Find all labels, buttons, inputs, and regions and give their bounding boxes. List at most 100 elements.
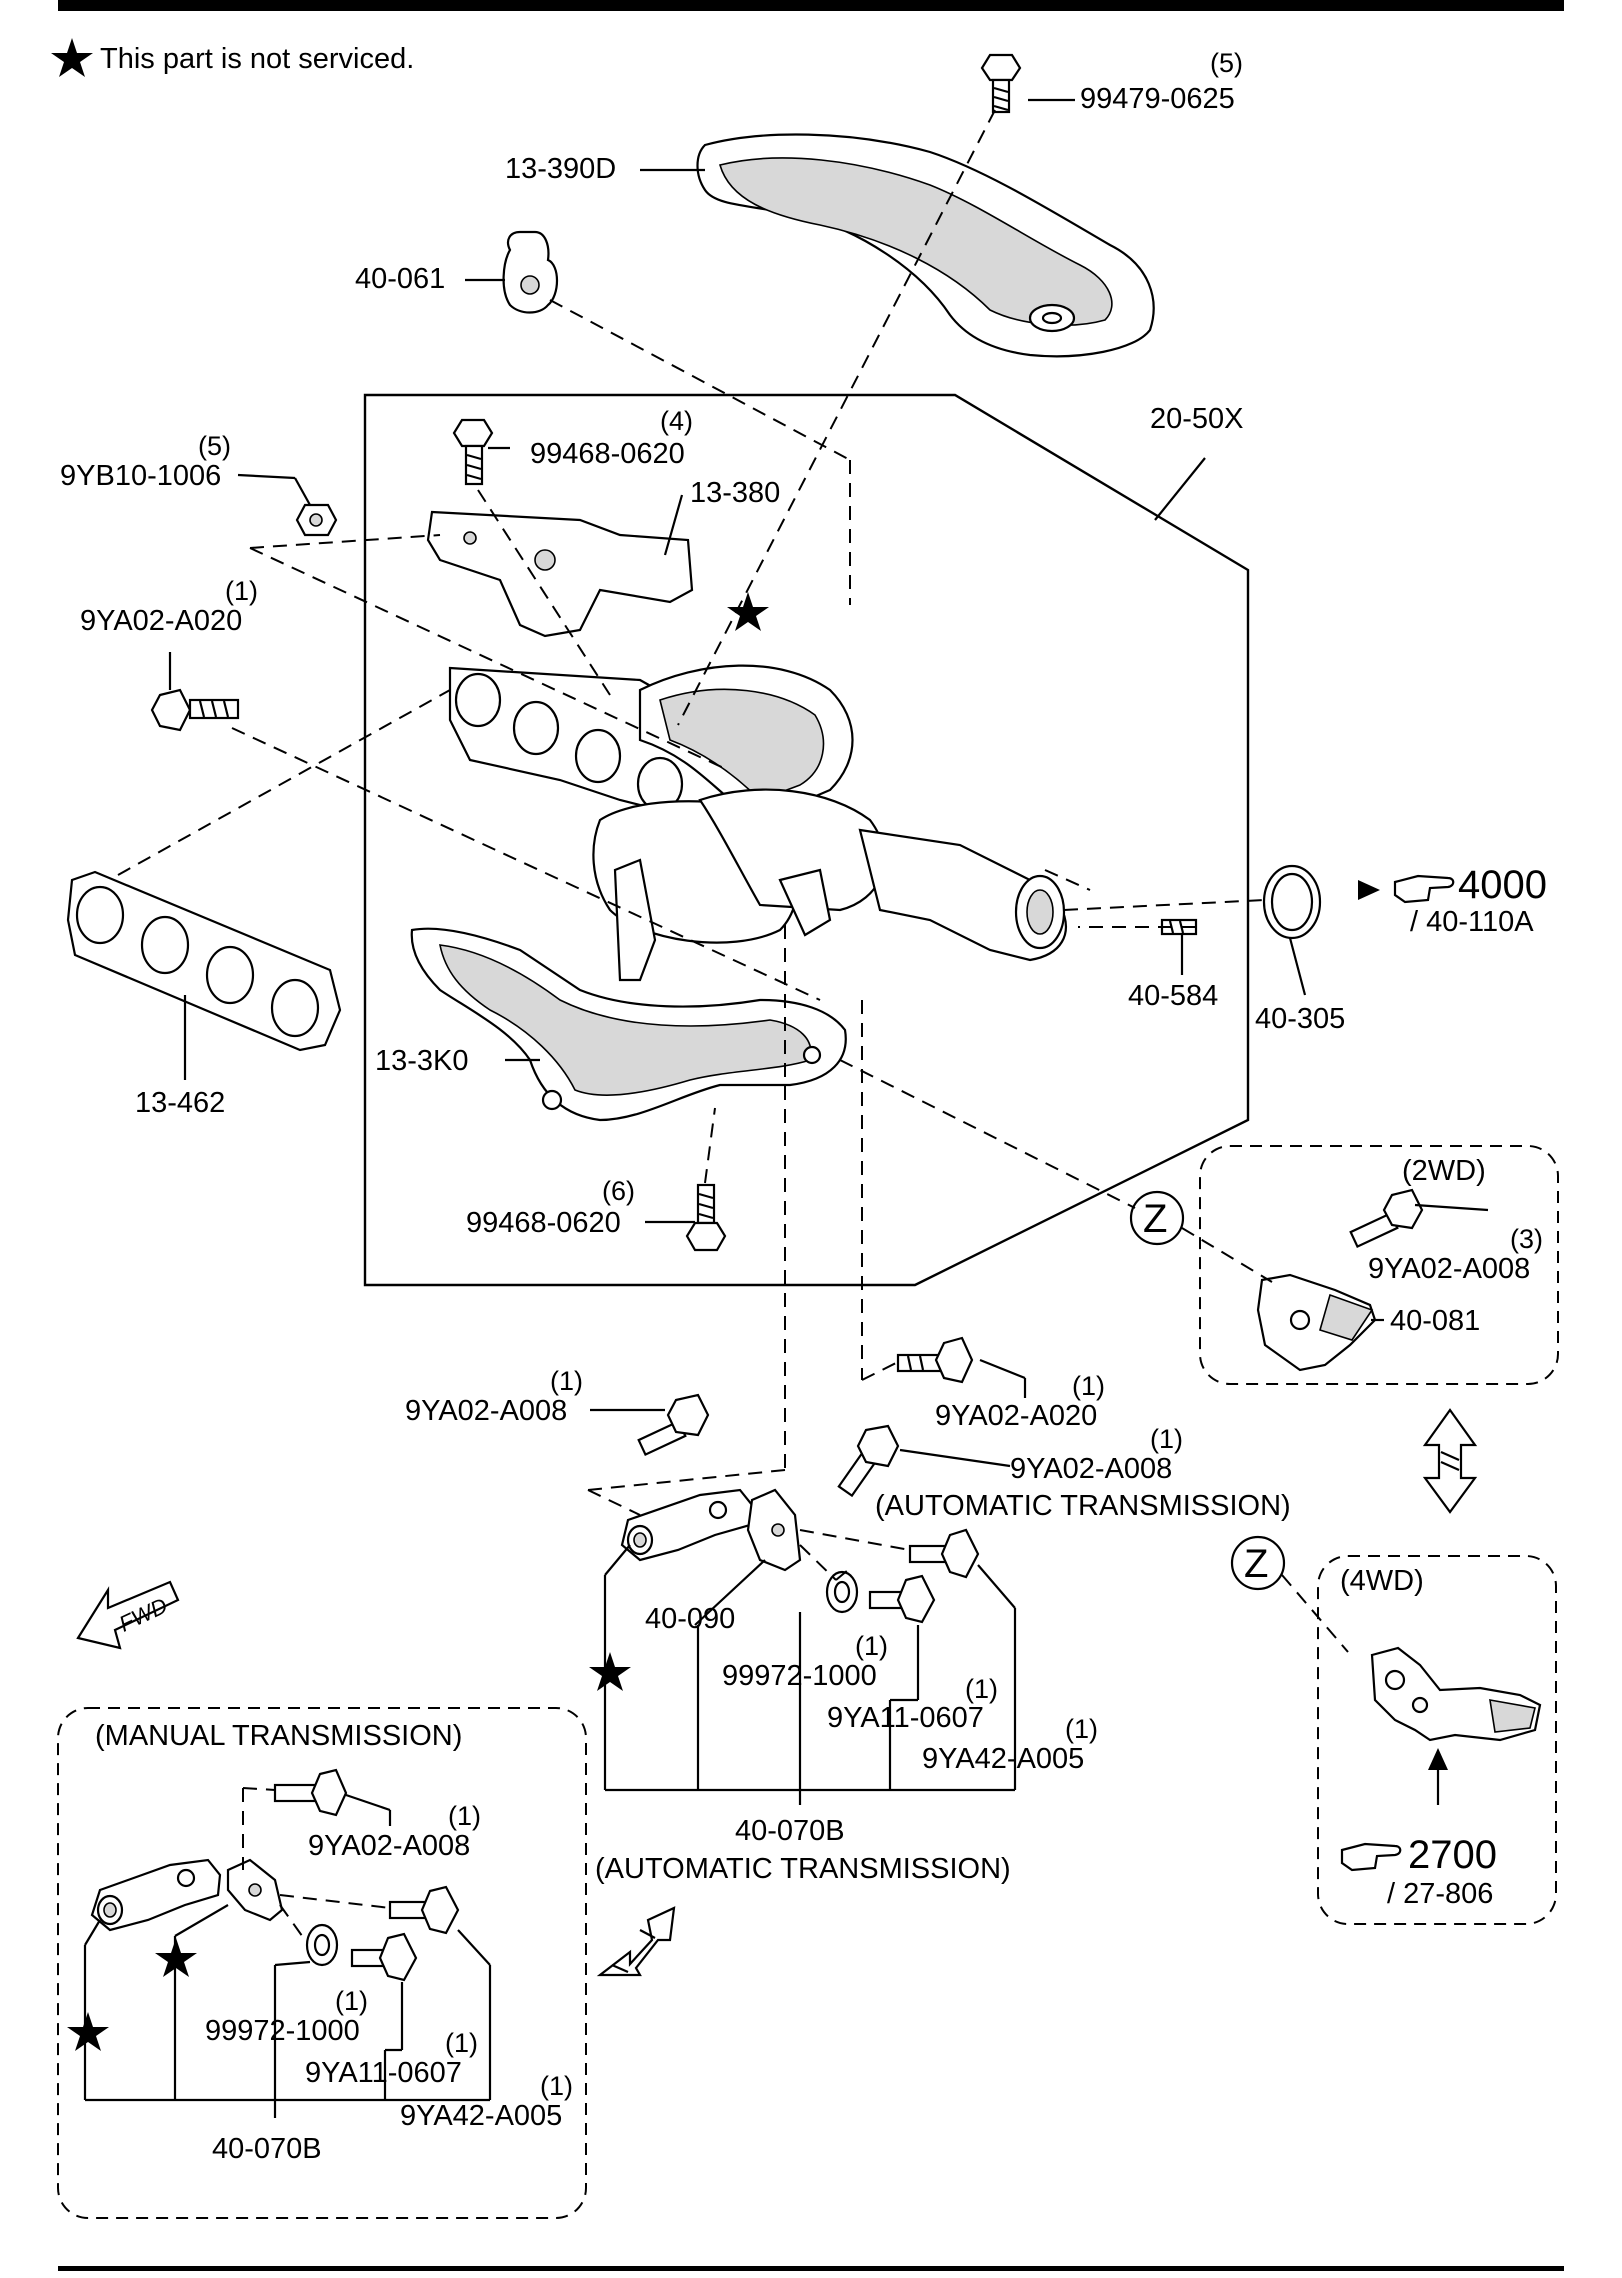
label-20-50X: 20-50X <box>1150 403 1244 435</box>
assembly-frame <box>363 393 1250 1287</box>
bracket-40-081 <box>1256 1273 1377 1372</box>
bracket-mt <box>226 1858 284 1922</box>
bracket-4wd <box>1370 1646 1542 1742</box>
label-9YA02-A008-mid: 9YA02-A008 <box>405 1395 567 1427</box>
washer-99972-1000-at <box>825 1570 859 1614</box>
label-qty-9YA02-A008-right: (1) <box>1150 1424 1183 1454</box>
bolt-9YA02-A008-mid <box>637 1393 710 1457</box>
engine-mount-mt <box>90 1858 222 1932</box>
pointing-hand-icon <box>1393 874 1455 904</box>
label-9YA42-A005-at: 9YA42-A005 <box>922 1743 1084 1775</box>
z-marker-4wd-text: Z <box>1244 1542 1268 1586</box>
z-marker-4wd: Z <box>1230 1535 1286 1591</box>
bolt-99468-0620-top <box>452 418 494 486</box>
label-40-070B-mt: 40-070B <box>212 2133 322 2165</box>
star-icon <box>589 1652 631 1691</box>
not-serviced-note: This part is not serviced. <box>51 38 414 77</box>
heat-insulator-upper <box>696 133 1155 358</box>
label-qty-9YA02-A008-2wd: (3) <box>1510 1224 1543 1254</box>
note-text: This part is not serviced. <box>100 43 414 75</box>
alternate-arrow-icon <box>1422 1408 1478 1514</box>
bolt-9YA02-A008-mt <box>273 1768 348 1817</box>
label-9YA42-A005-mt: 9YA42-A005 <box>400 2100 562 2132</box>
label-qty-9YA11-at: (1) <box>965 1674 998 1704</box>
leader-lines <box>83 98 1489 2118</box>
stud-9YA02-A020-left <box>150 688 240 732</box>
star-icon <box>727 592 769 631</box>
label-13-390D: 13-390D <box>505 153 616 185</box>
bolt-99468-0620-bottom <box>685 1183 727 1252</box>
label-mt: (MANUAL TRANSMISSION) <box>95 1720 462 1752</box>
label-9YA02-A020-mid: 9YA02-A020 <box>935 1400 1097 1432</box>
ref-4000-text: 4000 <box>1458 863 1547 907</box>
label-99479-0625: 99479-0625 <box>1080 83 1235 115</box>
bracket-40-090 <box>746 1488 802 1572</box>
label-qty-99972-at: (1) <box>855 1631 888 1661</box>
label-qty-9YA02-A008-mt: (1) <box>448 1801 481 1831</box>
bolt-99479-0625 <box>980 53 1022 114</box>
assembly-dashed-lines <box>117 109 1349 1941</box>
bolt-9YA42-A005-at <box>908 1528 980 1579</box>
label-qty-99972-mt: (1) <box>335 1986 368 2016</box>
label-40-305: 40-305 <box>1255 1003 1345 1035</box>
ref-2700-text: 2700 <box>1408 1833 1497 1877</box>
part-labels: (5) 99479-0625 13-390D 40-061 20-50X (4)… <box>60 48 1543 2165</box>
label-qty-9YA11-mt: (1) <box>445 2028 478 2058</box>
heat-insulator-13-3K0 <box>410 927 847 1122</box>
label-99972-1000-mt: 99972-1000 <box>205 2015 360 2047</box>
label-9YA02-A008-right: 9YA02-A008 <box>1010 1453 1172 1485</box>
label-qty-9YA02-A008-mid: (1) <box>550 1366 583 1396</box>
label-9YA02-A020-left: 9YA02-A020 <box>80 605 242 637</box>
label-13-3K0: 13-3K0 <box>375 1045 469 1077</box>
z-marker-2wd: Z <box>1129 1190 1185 1246</box>
label-qty-99479: (5) <box>1210 48 1243 78</box>
label-99972-1000-at: 99972-1000 <box>722 1660 877 1692</box>
label-13-462: 13-462 <box>135 1087 225 1119</box>
reference-4000: 4000 / 40-110A <box>1358 863 1547 938</box>
label-40-061: 40-061 <box>355 263 445 295</box>
ref-40-110A-text: / 40-110A <box>1410 906 1534 938</box>
reference-2700: 2700 / 27-806 <box>1340 1833 1497 1910</box>
heat-insulator-13-380 <box>426 510 694 638</box>
gasket-13-462 <box>66 870 342 1052</box>
ref-27-806-text: / 27-806 <box>1387 1878 1493 1910</box>
label-40-090: 40-090 <box>645 1603 735 1635</box>
washer-99972-1000-mt <box>305 1923 339 1967</box>
label-at-top: (AUTOMATIC TRANSMISSION) <box>875 1490 1291 1522</box>
fwd-arrow-icon: FWD <box>76 1580 180 1650</box>
engine-mount-at <box>620 1488 754 1562</box>
bottom-rule <box>58 2266 1564 2271</box>
box-manual-transmission <box>57 1707 587 2219</box>
gasket-ring-40-305 <box>1262 864 1322 940</box>
bolt-9YA11-0607-mt <box>350 1932 418 1982</box>
alternate-arrow-icon-2 <box>596 1906 676 1977</box>
label-qty-99468-top: (4) <box>660 406 693 436</box>
label-40-070B-at: 40-070B <box>735 1815 845 1847</box>
arrow-right-icon <box>1358 880 1380 900</box>
star-icon <box>67 2012 109 2051</box>
label-at-bottom: (AUTOMATIC TRANSMISSION) <box>595 1853 1011 1885</box>
pointing-hand-icon-2 <box>1340 1842 1402 1872</box>
bolt-9YA42-A005-mt <box>388 1885 460 1935</box>
label-99468-0620-bottom: 99468-0620 <box>466 1207 621 1239</box>
bolt-9YA02-A020-mid <box>896 1336 974 1384</box>
label-9YA11-0607-at: 9YA11-0607 <box>827 1702 984 1734</box>
label-13-380: 13-380 <box>690 477 780 509</box>
rubber-mount-40-061 <box>502 230 559 314</box>
bolt-9YA11-0607-at <box>868 1574 936 1624</box>
label-qty-9YA42-mt: (1) <box>540 2071 573 2101</box>
label-qty-9YA02-A020-left: (1) <box>225 576 258 606</box>
bolt-9YA02-A008-right <box>837 1424 900 1498</box>
label-9YB10-1006: 9YB10-1006 <box>60 460 221 492</box>
label-99468-0620-top: 99468-0620 <box>530 438 685 470</box>
label-qty-99468-bottom: (6) <box>602 1176 635 1206</box>
star-icon <box>51 38 93 77</box>
bolt-9YA02-A008-2wd <box>1349 1188 1424 1249</box>
box-4wd <box>1317 1555 1557 1925</box>
label-40-584: 40-584 <box>1128 980 1218 1012</box>
label-9YA02-A008-mt: 9YA02-A008 <box>308 1830 470 1862</box>
label-qty-9YB10: (5) <box>198 431 231 461</box>
arrow-up-icon <box>1428 1748 1448 1770</box>
box-2wd <box>1199 1145 1559 1385</box>
